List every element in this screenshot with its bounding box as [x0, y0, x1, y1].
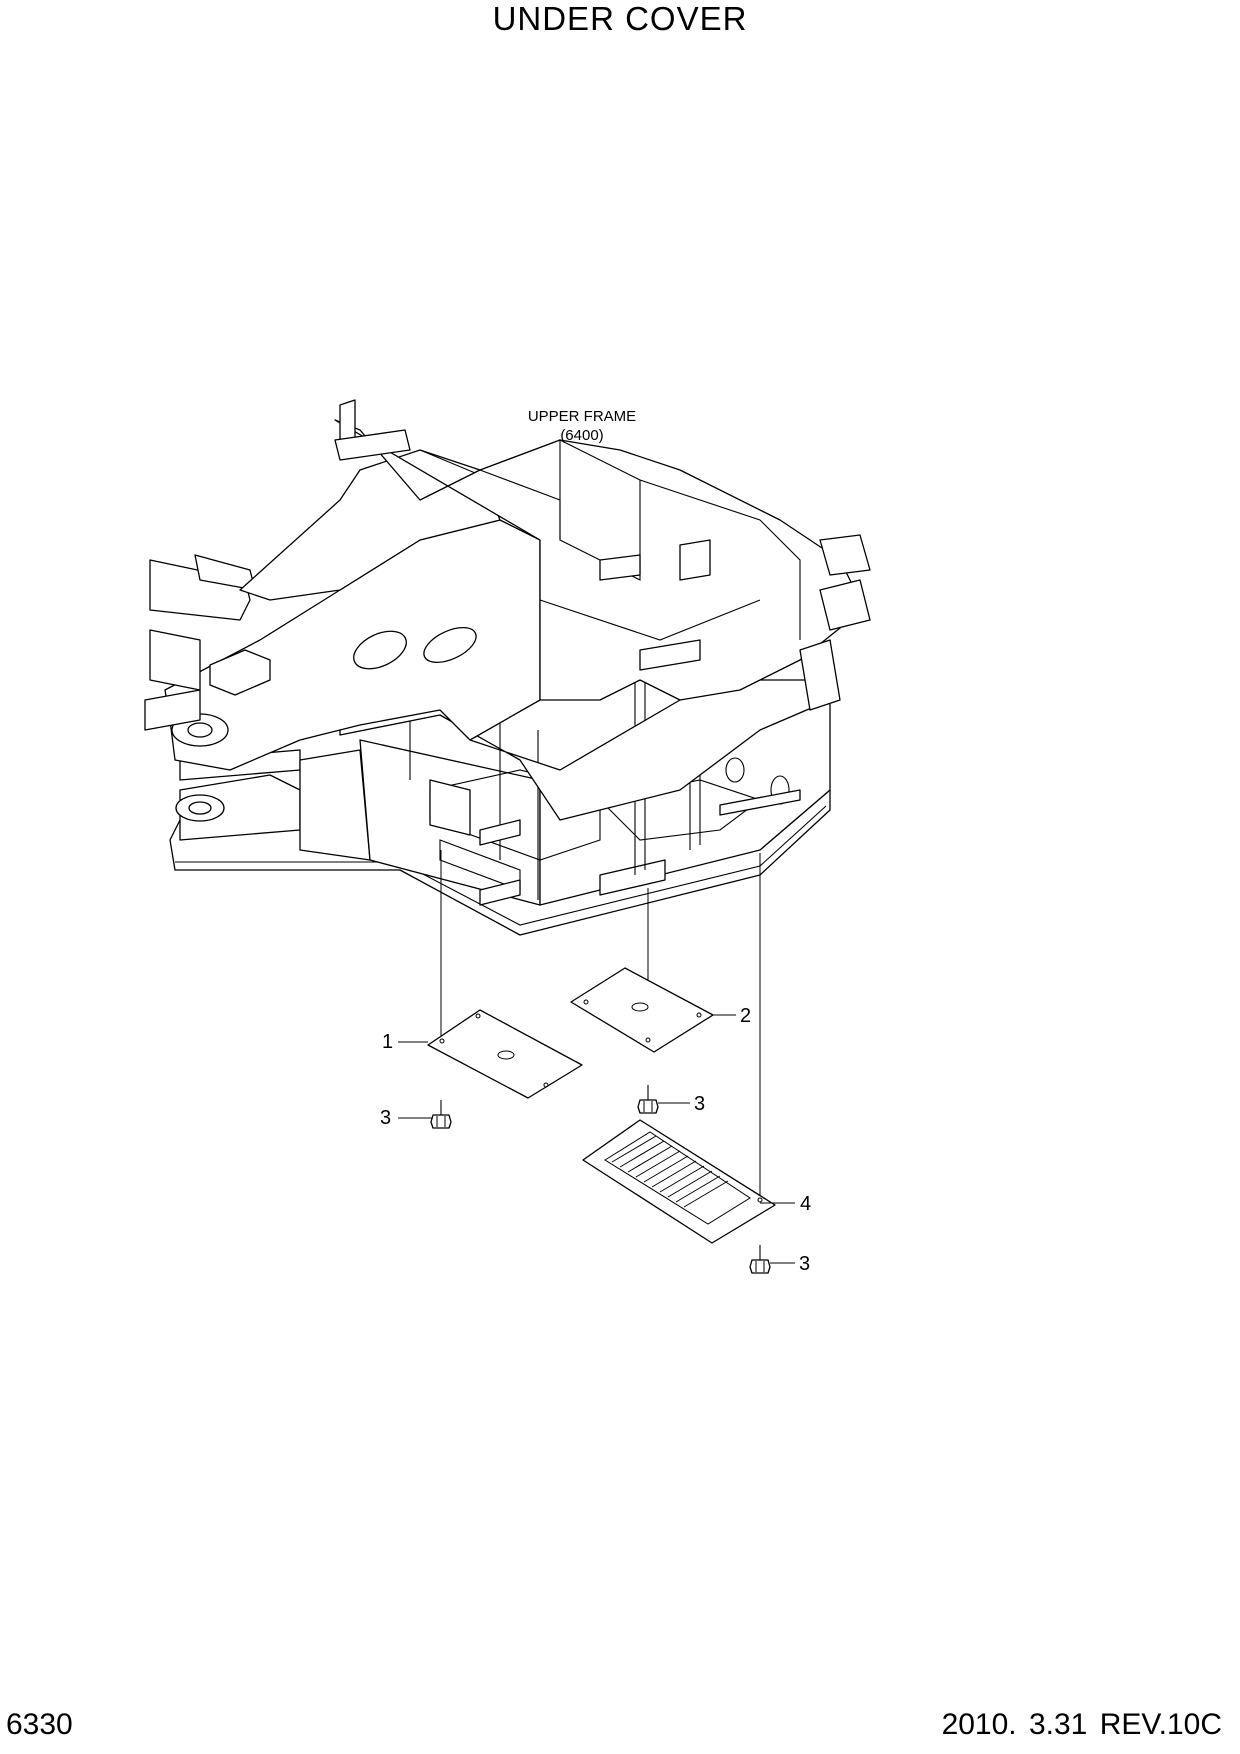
part-2-cover-plate: [570, 967, 714, 1053]
upper-frame-drawing: [144, 399, 871, 936]
callout-3: 3: [799, 1253, 810, 1275]
callout-3: 3: [380, 1107, 391, 1129]
part-1-cover-plate: [427, 1009, 583, 1099]
part-3-bolt: [749, 1245, 771, 1274]
reference-frame-name: UPPER FRAME: [528, 408, 636, 425]
callout-1: 1: [382, 1031, 393, 1053]
callout-3: 3: [694, 1093, 705, 1115]
part-3-bolt: [637, 1085, 659, 1114]
page-title: UNDER COVER: [492, 0, 748, 37]
reference-frame-code: (6400): [560, 427, 603, 444]
callout-2: 2: [740, 1005, 751, 1027]
part-4-slotted-cover: [582, 1119, 776, 1244]
page-number: 6330: [6, 1708, 73, 1741]
callout-4: 4: [800, 1193, 811, 1215]
revision-date: 2010. 3.31 REV.10C: [941, 1708, 1222, 1741]
part-3-bolt: [430, 1100, 452, 1129]
